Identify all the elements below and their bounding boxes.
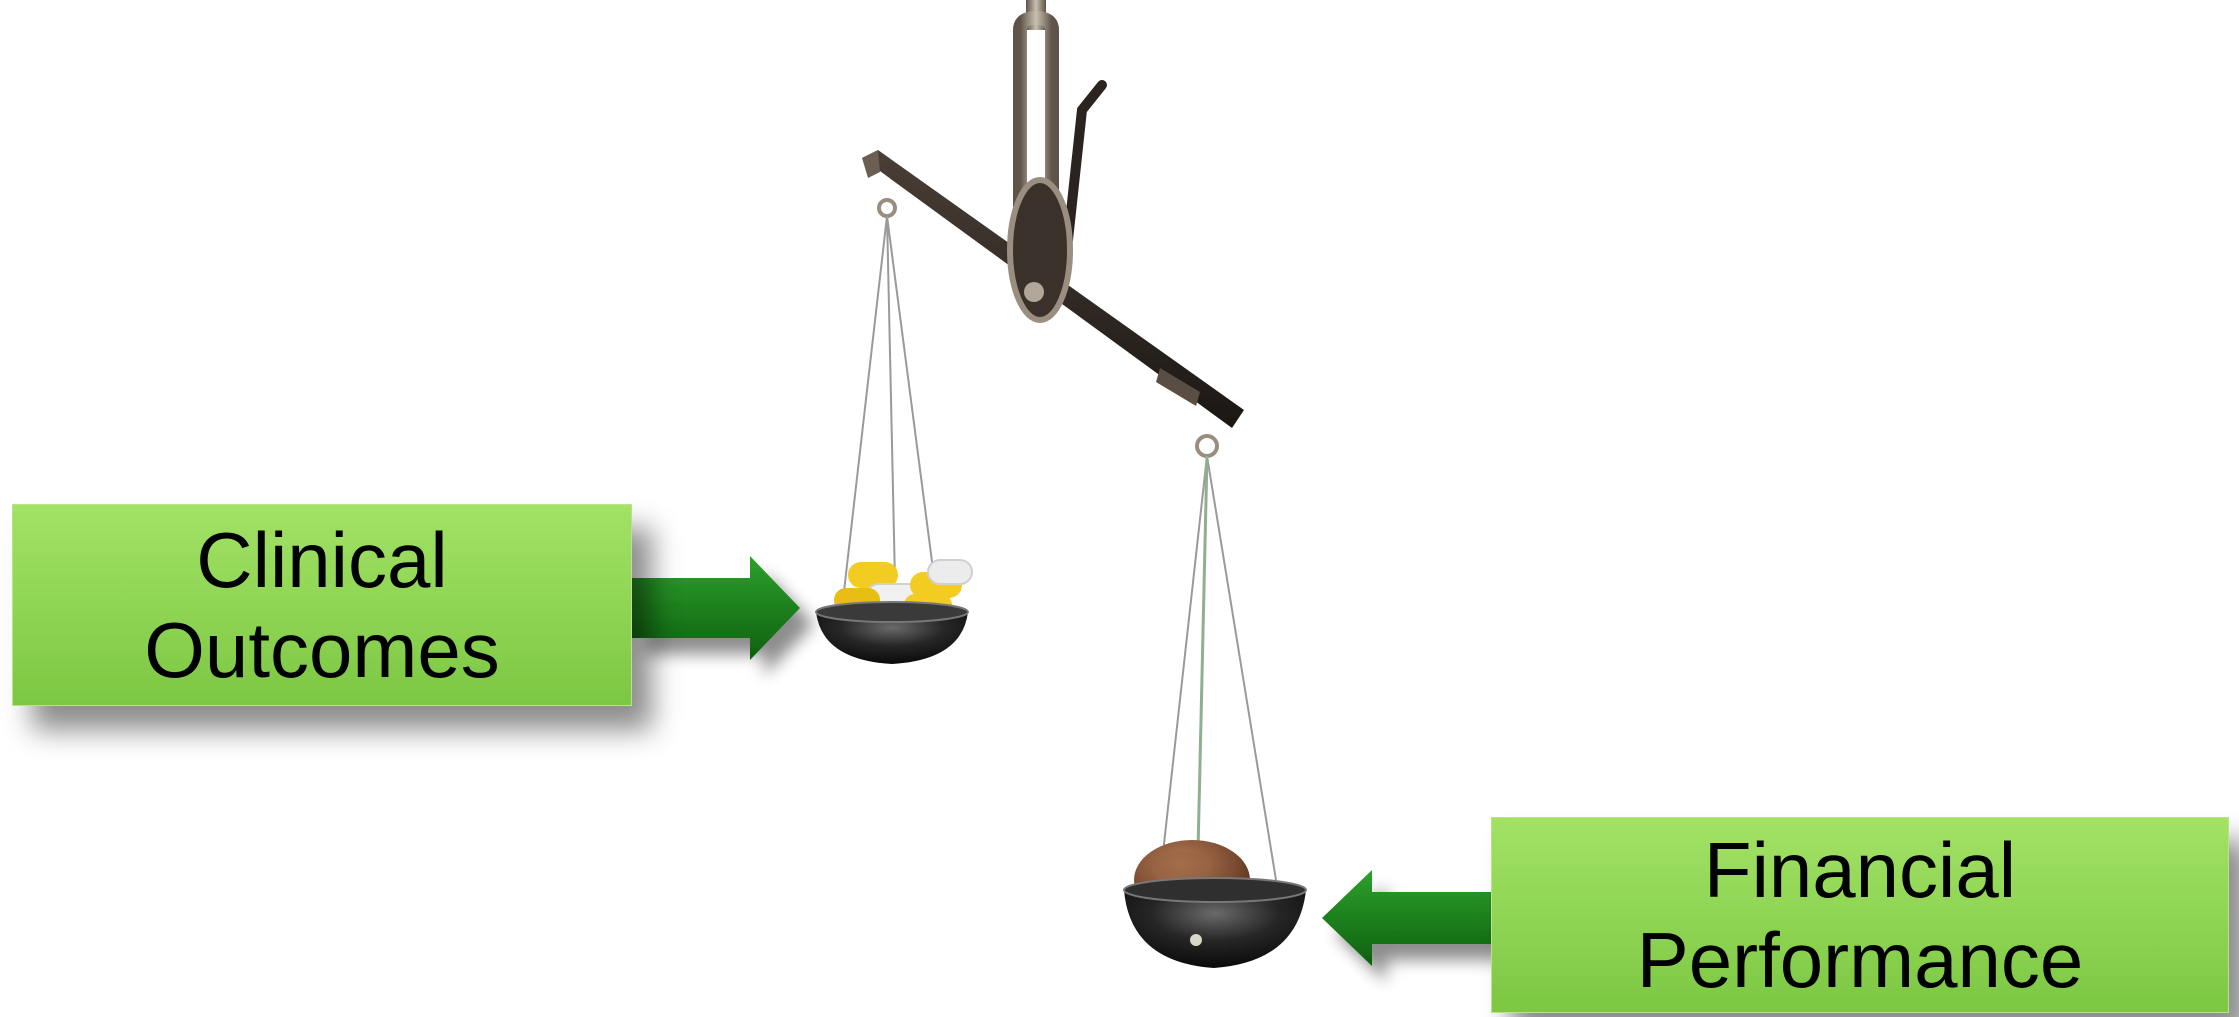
clinical-outcomes-box: Clinical Outcomes — [12, 504, 632, 706]
financial-performance-box: Financial Performance — [1491, 817, 2229, 1013]
arrow-left-icon — [1322, 870, 1491, 966]
right-pan-assembly — [1124, 436, 1306, 968]
financial-performance-label: Financial Performance — [1637, 825, 2084, 1005]
arrow-right-icon — [632, 556, 800, 660]
left-pan-assembly — [816, 200, 972, 664]
clinical-outcomes-label: Clinical Outcomes — [144, 515, 499, 695]
scale-beam — [862, 150, 1244, 428]
